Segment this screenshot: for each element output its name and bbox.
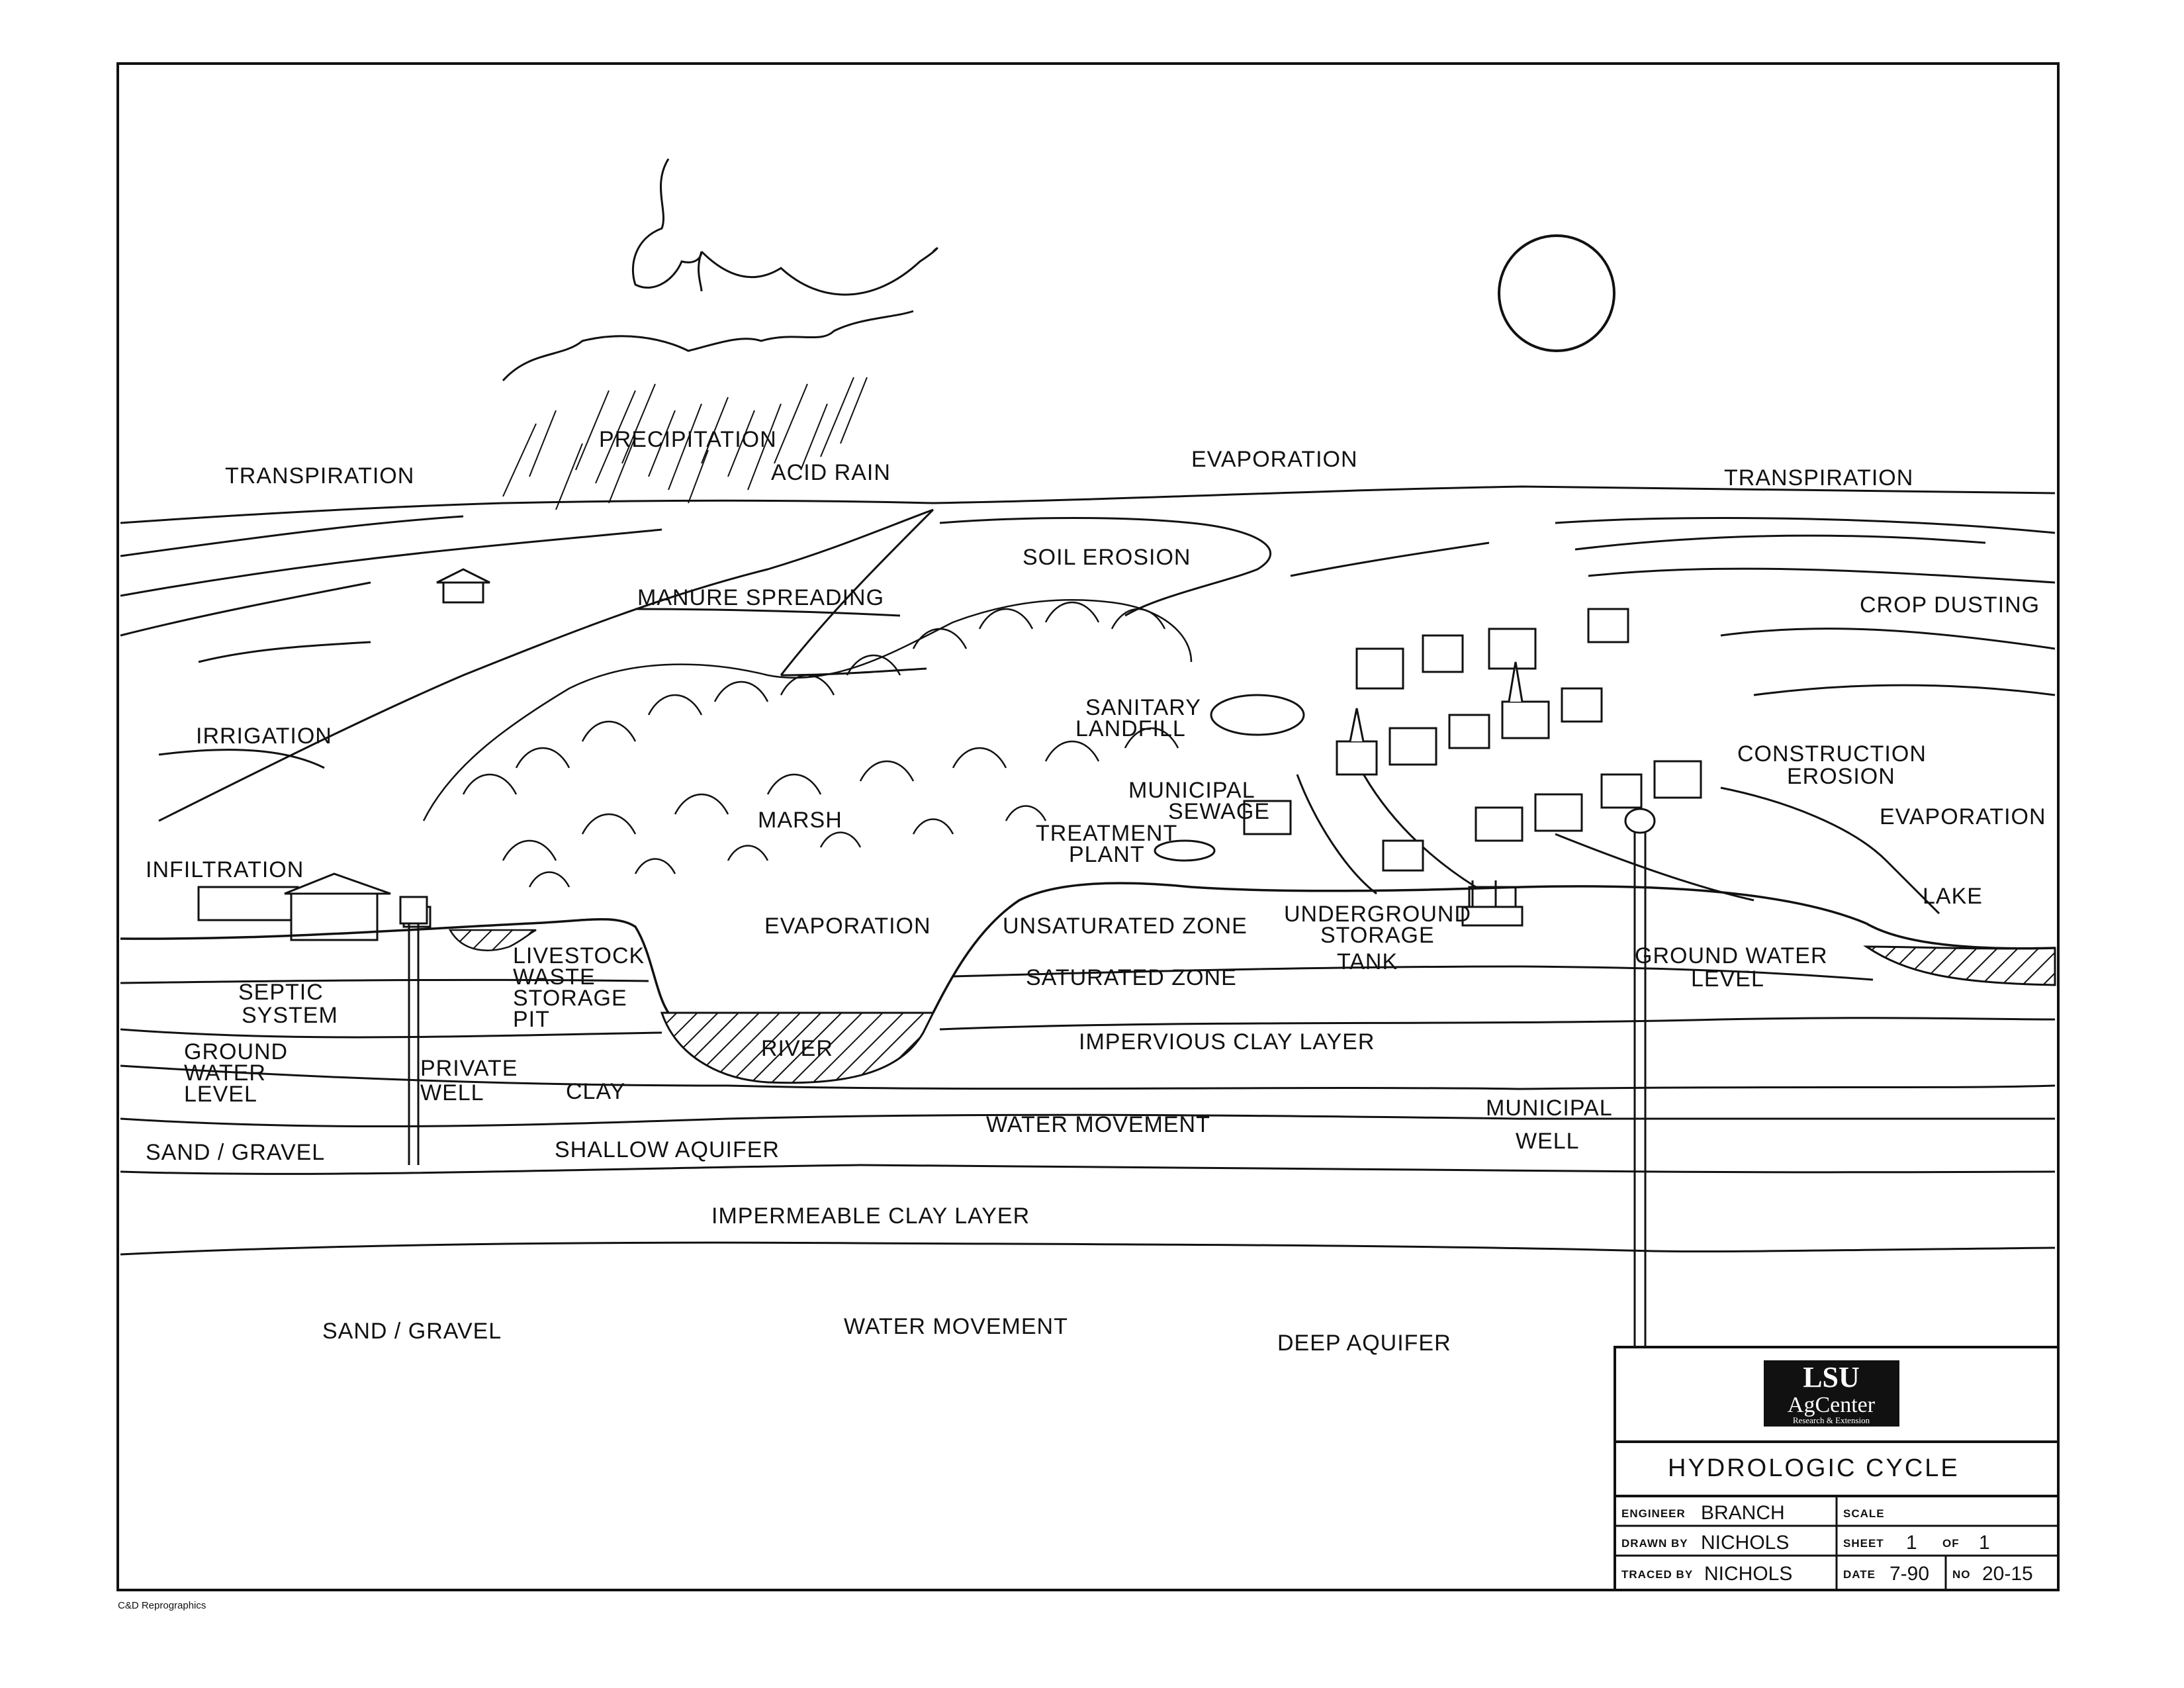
town-buildings: [1154, 608, 1754, 921]
label-deep-aquifer: DEEP AQUIFER: [1277, 1331, 1451, 1356]
label-soil-erosion: SOIL EROSION: [1023, 545, 1191, 570]
label-storage-pit: STORAGE: [513, 986, 627, 1011]
sheet-label: SHEET: [1843, 1537, 1884, 1550]
label-erosion: EROSION: [1787, 764, 1895, 789]
traced-by-value: NICHOLS: [1704, 1563, 1792, 1585]
label-water-movement-lower: WATER MOVEMENT: [844, 1314, 1068, 1339]
lake-basin: [1863, 945, 2056, 986]
date-value: 7-90: [1889, 1563, 1929, 1585]
drawing-border: [116, 62, 2060, 1591]
label-saturated-zone: SATURATED ZONE: [1026, 965, 1237, 990]
label-municipal-sewage-2: SEWAGE: [1168, 799, 1270, 824]
drawing-title: HYDROLOGIC CYCLE: [1668, 1454, 1960, 1482]
title-block: LSU AgCenter Research & Extension HYDROL…: [1614, 1346, 2060, 1591]
label-private-well-1: PRIVATE: [420, 1056, 518, 1081]
of-label: OF: [1942, 1537, 1960, 1550]
label-marsh: MARSH: [758, 808, 842, 833]
rain-streaks: [502, 377, 868, 510]
engineer-label: ENGINEER: [1621, 1507, 1686, 1520]
label-landfill: LANDFILL: [1075, 716, 1186, 741]
traced-by-label: TRACED BY: [1621, 1568, 1693, 1581]
label-crop-dusting: CROP DUSTING: [1860, 592, 2040, 618]
trees-marsh: [422, 599, 1193, 888]
label-evaporation-top: EVAPORATION: [1191, 447, 1358, 472]
label-waste: WASTE: [513, 964, 596, 990]
label-ground-water-level-right-2: LEVEL: [1691, 966, 1764, 992]
label-water-movement-upper: WATER MOVEMENT: [986, 1112, 1210, 1137]
label-municipal-well-2: WELL: [1516, 1129, 1580, 1154]
of-value: 1: [1979, 1532, 1990, 1554]
label-impervious-clay-layer: IMPERVIOUS CLAY LAYER: [1079, 1029, 1375, 1055]
label-construction: CONSTRUCTION: [1737, 741, 1927, 767]
reprographics-credit: C&D Reprographics: [118, 1600, 206, 1611]
no-value: 20-15: [1982, 1563, 2033, 1585]
rain-cloud-icon: [502, 158, 938, 381]
river-channel: [660, 1011, 935, 1084]
label-irrigation: IRRIGATION: [196, 724, 332, 749]
label-livestock: LIVESTOCK: [513, 943, 645, 968]
label-precipitation: PRECIPITATION: [599, 427, 777, 452]
svg-text:LSU: LSU: [1803, 1361, 1860, 1393]
label-evaporation-right: EVAPORATION: [1880, 804, 2046, 829]
label-ground-water-level-right-1: GROUND WATER: [1635, 943, 1828, 968]
above-ground-labels: TRANSPIRATION PRECIPITATION ACID RAIN EV…: [146, 427, 2046, 909]
soil-layer-lines: [120, 1017, 2056, 1256]
label-underground: UNDERGROUND: [1284, 902, 1471, 927]
label-shallow-aquifer: SHALLOW AQUIFER: [555, 1137, 780, 1162]
label-impermeable-clay-layer: IMPERMEABLE CLAY LAYER: [711, 1203, 1030, 1229]
label-lake: LAKE: [1923, 884, 1983, 909]
label-system: SYSTEM: [242, 1003, 338, 1028]
label-clay: CLAY: [566, 1079, 625, 1104]
label-river: RIVER: [761, 1036, 833, 1061]
label-ground-water-level-left-1: GROUND: [184, 1039, 288, 1064]
farm-buildings: [197, 568, 490, 941]
label-sand-gravel-lower: SAND / GRAVEL: [322, 1319, 502, 1344]
label-infiltration: INFILTRATION: [146, 857, 304, 882]
svg-text:Research & Extension: Research & Extension: [1793, 1415, 1870, 1425]
livestock-waste-pit: [448, 929, 537, 951]
engineer-value: BRANCH: [1701, 1502, 1785, 1524]
label-evaporation-river: EVAPORATION: [764, 914, 931, 939]
date-label: DATE: [1843, 1568, 1876, 1581]
scale-label: SCALE: [1843, 1507, 1885, 1520]
label-transpiration-left: TRANSPIRATION: [225, 463, 414, 489]
label-storage: STORAGE: [1320, 923, 1435, 948]
sheet-value: 1: [1906, 1532, 1917, 1554]
label-municipal-well-1: MUNICIPAL: [1486, 1096, 1613, 1121]
label-acid-rain: ACID RAIN: [771, 460, 891, 485]
label-sanitary: SANITARY: [1085, 695, 1201, 720]
label-ground-water-level-left-2: WATER: [184, 1060, 266, 1086]
label-pit: PIT: [513, 1007, 550, 1032]
label-private-well-2: WELL: [420, 1080, 484, 1105]
drawn-by-label: DRAWN BY: [1621, 1537, 1688, 1550]
sun-icon: [1498, 234, 1615, 352]
svg-text:AgCenter: AgCenter: [1788, 1393, 1876, 1417]
label-sand-gravel-upper: SAND / GRAVEL: [146, 1140, 325, 1165]
label-ground-water-level-left-3: LEVEL: [184, 1082, 257, 1107]
ground-water-table: [120, 965, 1874, 984]
label-tank: TANK: [1337, 949, 1398, 974]
subsurface-labels: EVAPORATION UNSATURATED ZONE UNDERGROUND…: [146, 902, 1828, 1356]
drawn-by-value: NICHOLS: [1701, 1532, 1789, 1554]
label-manure-spreading: MANURE SPREADING: [637, 585, 884, 610]
label-septic: SEPTIC: [238, 980, 324, 1005]
underground-storage-tank: [1461, 880, 1524, 927]
private-well: [399, 896, 428, 1165]
lsu-agcenter-logo: LSU AgCenter Research & Extension: [1764, 1360, 1899, 1427]
municipal-well: [1624, 808, 1656, 1350]
landscape-fields: [120, 485, 2056, 915]
label-transpiration-right: TRANSPIRATION: [1724, 465, 1913, 491]
label-municipal-sewage-1: MUNICIPAL: [1128, 778, 1255, 803]
label-unsaturated-zone: UNSATURATED ZONE: [1003, 914, 1248, 939]
label-treatment-plant-1: TREATMENT: [1036, 821, 1177, 846]
label-treatment-plant-2: PLANT: [1069, 842, 1145, 867]
no-label: NO: [1952, 1568, 1971, 1581]
